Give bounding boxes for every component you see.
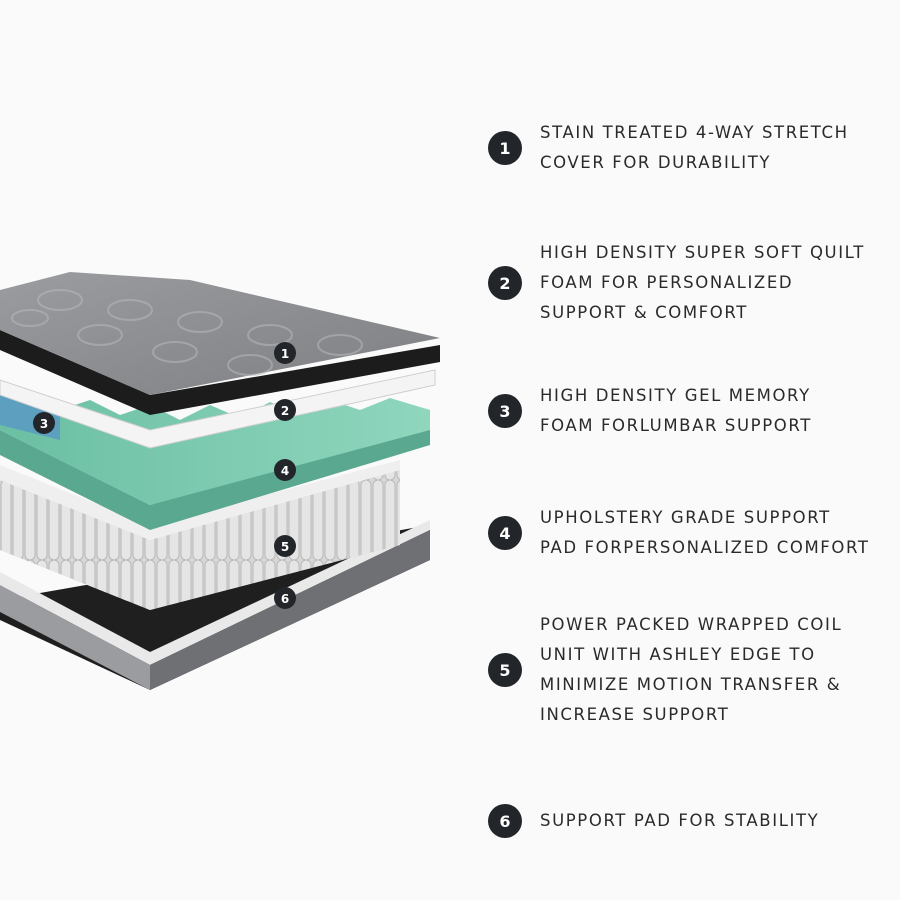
feature-line: SUPPORT PAD FOR STABILITY [540,811,820,830]
feature-line: HIGH DENSITY GEL MEMORY [540,386,811,405]
feature-text: HIGH DENSITY SUPER SOFT QUILT FOAM FOR P… [540,238,865,328]
feature-text: POWER PACKED WRAPPED COIL UNIT WITH ASHL… [540,610,842,730]
feature-number-badge: 2 [488,266,522,300]
feature-line: FOAM FORLUMBAR SUPPORT [540,416,812,435]
feature-line: UPHOLSTERY GRADE SUPPORT [540,508,831,527]
feature-item-5: 5 POWER PACKED WRAPPED COIL UNIT WITH AS… [488,610,888,730]
feature-line: POWER PACKED WRAPPED COIL [540,615,843,634]
feature-text: STAIN TREATED 4-WAY STRETCH COVER FOR DU… [540,118,849,178]
feature-item-3: 3 HIGH DENSITY GEL MEMORY FOAM FORLUMBAR… [488,381,888,441]
feature-line: INCREASE SUPPORT [540,705,730,724]
layer-6-support-pad [0,520,430,690]
feature-line: COVER FOR DURABILITY [540,153,772,172]
feature-line: STAIN TREATED 4-WAY STRETCH [540,123,849,142]
marker-3-label: 3 [40,417,48,431]
feature-line: MINIMIZE MOTION TRANSFER & [540,675,842,694]
feature-item-1: 1 STAIN TREATED 4-WAY STRETCH COVER FOR … [488,118,888,178]
marker-6: 6 [274,587,296,609]
marker-5-label: 5 [281,540,289,554]
marker-4-label: 4 [281,464,289,478]
layer-2-quilt-foam [0,369,436,449]
layer-5-coil-unit [0,460,400,610]
marker-2: 2 [274,399,296,421]
marker-2-label: 2 [281,404,289,418]
feature-line: FOAM FOR PERSONALIZED [540,273,794,292]
marker-6-label: 6 [281,592,289,606]
feature-text: UPHOLSTERY GRADE SUPPORT PAD FORPERSONAL… [540,503,870,563]
feature-item-4: 4 UPHOLSTERY GRADE SUPPORT PAD FORPERSON… [488,503,888,563]
marker-5: 5 [274,535,296,557]
feature-line: UNIT WITH ASHLEY EDGE TO [540,645,816,664]
feature-number-badge: 5 [488,653,522,687]
feature-line: HIGH DENSITY SUPER SOFT QUILT [540,243,865,262]
layer-1-cover [0,272,440,415]
feature-text: HIGH DENSITY GEL MEMORY FOAM FORLUMBAR S… [540,381,812,441]
feature-text: SUPPORT PAD FOR STABILITY [540,806,819,836]
feature-line: SUPPORT & COMFORT [540,303,748,322]
marker-1: 1 [274,342,296,364]
feature-line: PAD FORPERSONALIZED COMFORT [540,538,870,557]
feature-item-6: 6 SUPPORT PAD FOR STABILITY [488,804,888,838]
feature-number-badge: 3 [488,394,522,428]
mattress-layers-illustration: 1 2 3 4 5 6 [0,272,440,690]
marker-1-label: 1 [281,347,289,361]
feature-number-badge: 1 [488,131,522,165]
marker-4: 4 [274,459,296,481]
feature-number-badge: 4 [488,516,522,550]
feature-item-2: 2 HIGH DENSITY SUPER SOFT QUILT FOAM FOR… [488,238,888,328]
marker-3: 3 [33,412,55,434]
feature-number-badge: 6 [488,804,522,838]
